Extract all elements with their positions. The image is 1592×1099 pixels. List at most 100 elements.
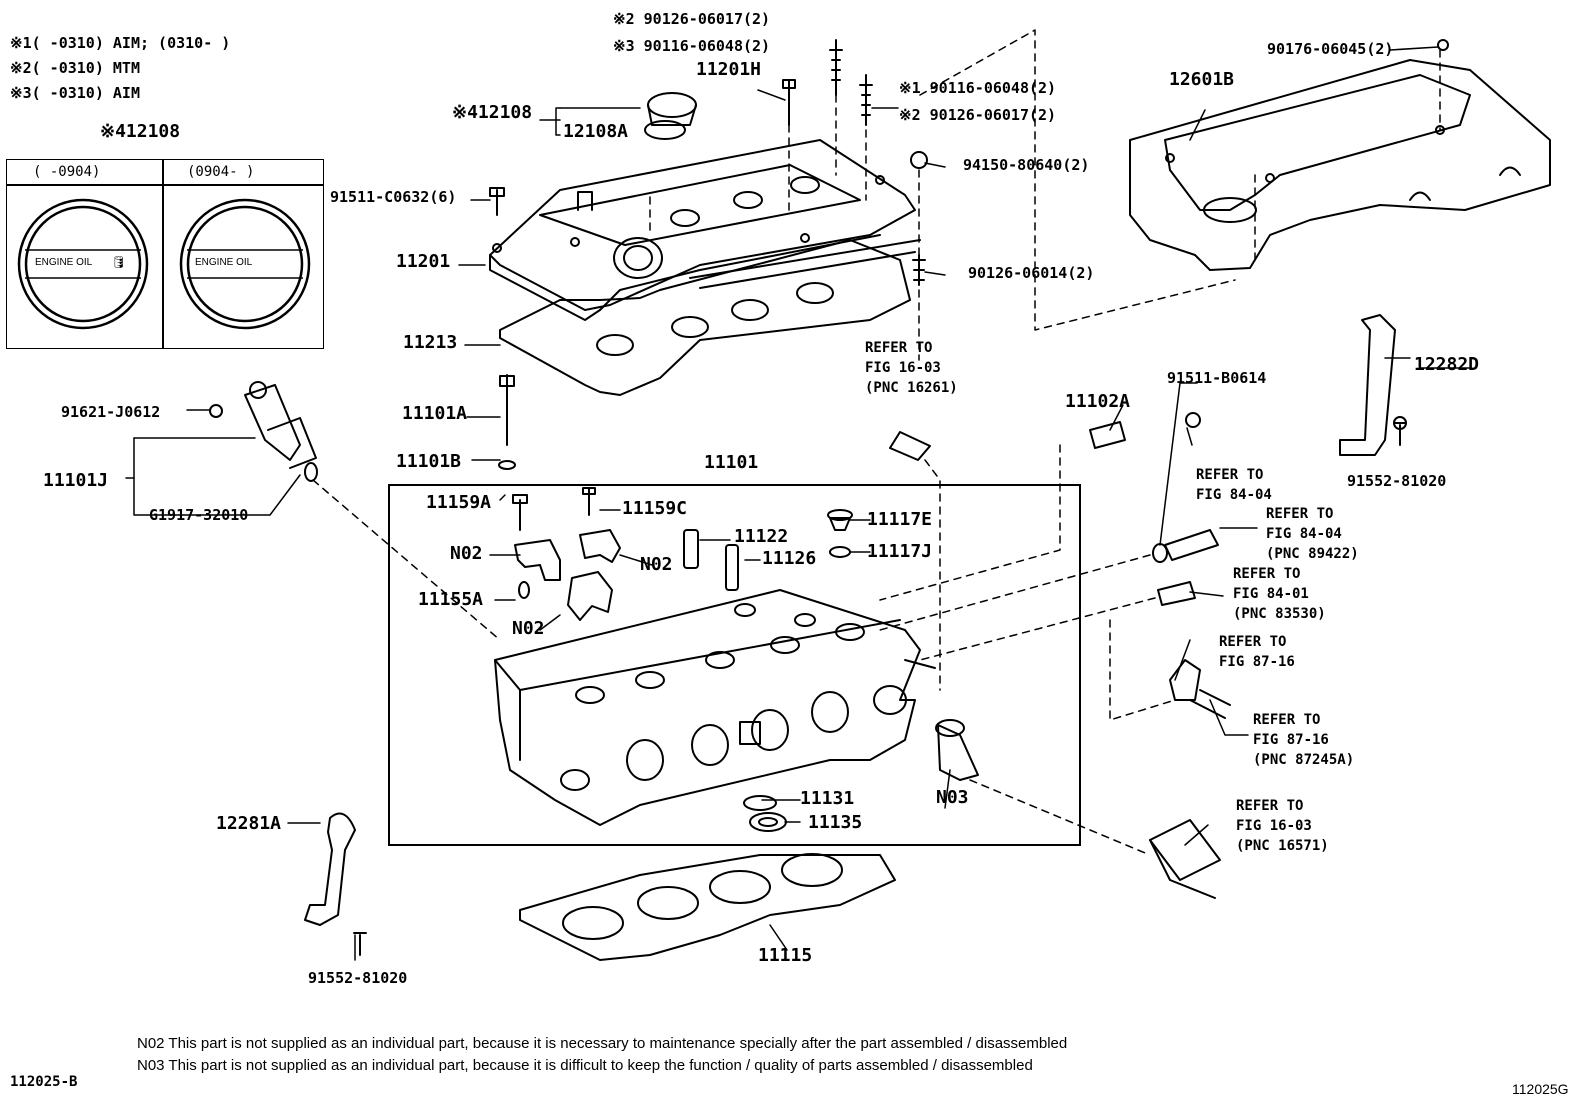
refer-line: FIG 84-01	[1233, 586, 1309, 602]
label-12601B: 12601B	[1169, 69, 1235, 90]
dashed-leaders-lower	[312, 444, 1176, 856]
label-12281A: 12281A	[216, 813, 282, 834]
diagram-code-right: 112025G	[1512, 1081, 1569, 1097]
oil-cap-panel: ( -0904) (0904- ) ENGINE OIL 🛢 ENGINE OI…	[6, 159, 324, 349]
label-11159C: 11159C	[622, 498, 688, 519]
cylinder-head-frame	[388, 484, 1081, 846]
head-gasket-drawing	[519, 853, 896, 961]
note-n03: N03 This part is not supplied as an indi…	[137, 1057, 1033, 1074]
refer-line: REFER TO	[865, 340, 933, 356]
label-12108A: 12108A	[563, 121, 629, 142]
label-90126-06017-right: ※2 90126-06017(2)	[899, 106, 1057, 124]
label-90116-06048-top: ※3 90116-06048(2)	[613, 37, 771, 55]
label-91621-J0612: 91621-J0612	[61, 403, 161, 421]
label-90126-06014: 90126-06014(2)	[968, 264, 1095, 282]
label-90126-06017-top: ※2 90126-06017(2)	[613, 10, 771, 28]
legend-line-3: ※3( -0310) AIM	[10, 86, 140, 101]
refer-line: FIG 87-16	[1219, 654, 1295, 670]
cap-left-text: ENGINE OIL	[35, 257, 93, 268]
label-90176-06045: 90176-06045(2)	[1267, 40, 1394, 58]
refer-line: REFER TO	[1253, 712, 1321, 728]
leader-lines	[125, 46, 1471, 961]
label-11101: 11101	[704, 452, 759, 473]
cap-col-1: ( -0904)	[33, 164, 101, 180]
label-N03: N03	[936, 787, 969, 808]
cap-col-2: (0904- )	[187, 164, 255, 180]
legend-text: ( -0310) MTM	[31, 59, 140, 77]
label-90116-06048-right: ※1 90116-06048(2)	[899, 79, 1057, 97]
panel-divider	[162, 160, 164, 348]
label-N02-c: N02	[512, 618, 545, 639]
label-12282D: 12282D	[1414, 354, 1480, 375]
right-side-parts-drawing	[889, 412, 1231, 899]
cap-illustrations	[17, 198, 311, 330]
label-11115: 11115	[758, 945, 813, 966]
refer-fig-87-16-a: REFER TO FIG 87-16	[1219, 632, 1295, 672]
cylinder-head-drawing	[494, 589, 936, 826]
dashed-leaders-top	[649, 29, 1441, 361]
label-11159A: 11159A	[426, 492, 492, 513]
cap-panel-title: ※412108	[100, 121, 181, 142]
cap-right-text: ENGINE OIL	[195, 257, 253, 268]
refer-fig-16-03-b: REFER TO FIG 16-03 (PNC 16571)	[1236, 796, 1329, 856]
refer-fig-84-01: REFER TO FIG 84-01 (PNC 83530)	[1233, 564, 1326, 624]
legend-mark: ※2	[10, 59, 32, 77]
label-N02-a: N02	[450, 543, 483, 564]
label-11117J: 11117J	[867, 541, 933, 562]
refer-fig-16-03-a: REFER TO FIG 16-03 (PNC 16261)	[865, 338, 958, 398]
bracket-right-drawing	[1339, 314, 1407, 456]
cover-gasket-drawing	[499, 239, 911, 396]
label-11101B: 11101B	[396, 451, 462, 472]
diagram-code-left: 112025-B	[10, 1074, 78, 1090]
refer-line: FIG 16-03	[1236, 818, 1312, 834]
oil-cap-drawing	[644, 92, 697, 140]
label-11117E: 11117E	[867, 509, 933, 530]
label-91511-C0632: 91511-C0632(6)	[330, 188, 457, 206]
refer-line: REFER TO	[1236, 798, 1304, 814]
refer-fig-84-04-b: REFER TO FIG 84-04 (PNC 89422)	[1266, 504, 1359, 564]
oil-control-valve-drawing	[209, 381, 318, 482]
label-11201H: 11201H	[696, 59, 762, 80]
legend-line-2: ※2( -0310) MTM	[10, 61, 140, 76]
legend-text: ( -0310) AIM	[31, 84, 140, 102]
refer-line: REFER TO	[1196, 467, 1264, 483]
refer-line: FIG 84-04	[1196, 487, 1272, 503]
label-11131: 11131	[800, 788, 855, 809]
refer-line: REFER TO	[1266, 506, 1334, 522]
refer-line: (PNC 83530)	[1233, 606, 1326, 622]
label-11101A: 11101A	[402, 403, 468, 424]
refer-line: (PNC 89422)	[1266, 546, 1359, 562]
label-12108-group: ※412108	[452, 102, 533, 123]
label-91552-81020-right: 91552-81020	[1347, 472, 1447, 490]
label-91511-B0614: 91511-B0614	[1167, 369, 1267, 387]
valve-cover-drawing	[489, 139, 921, 321]
label-11122: 11122	[734, 526, 789, 547]
label-11102A: 11102A	[1065, 391, 1131, 412]
refer-line: REFER TO	[1219, 634, 1287, 650]
engine-cover-drawing	[1129, 39, 1551, 271]
head-small-parts-drawing	[512, 487, 979, 832]
legend-text: ( -0310) AIM; (0310- )	[31, 34, 231, 52]
bracket-left-drawing	[304, 812, 367, 956]
refer-line: FIG 16-03	[865, 360, 941, 376]
label-11201: 11201	[396, 251, 451, 272]
refer-fig-87-16-b: REFER TO FIG 87-16 (PNC 87245A)	[1253, 710, 1354, 770]
label-91552-81020-left: 91552-81020	[308, 969, 408, 987]
refer-line: (PNC 87245A)	[1253, 752, 1355, 768]
oil-can-icon: 🛢	[111, 255, 127, 269]
label-11101J: 11101J	[43, 470, 109, 491]
label-11126: 11126	[762, 548, 817, 569]
label-94150-80640: 94150-80640(2)	[963, 156, 1090, 174]
refer-line: FIG 84-04	[1266, 526, 1342, 542]
note-n02: N02 This part is not supplied as an indi…	[137, 1035, 1068, 1052]
top-fasteners-drawing	[489, 39, 928, 470]
legend-mark: ※1	[10, 34, 32, 52]
label-N02-b: N02	[640, 554, 673, 575]
panel-header-rule	[7, 184, 323, 186]
refer-line: (PNC 16261)	[865, 380, 958, 396]
legend-line-1: ※1( -0310) AIM; (0310- )	[10, 36, 230, 51]
refer-fig-84-04-a: REFER TO FIG 84-04	[1196, 465, 1272, 505]
refer-line: (PNC 16571)	[1236, 838, 1329, 854]
